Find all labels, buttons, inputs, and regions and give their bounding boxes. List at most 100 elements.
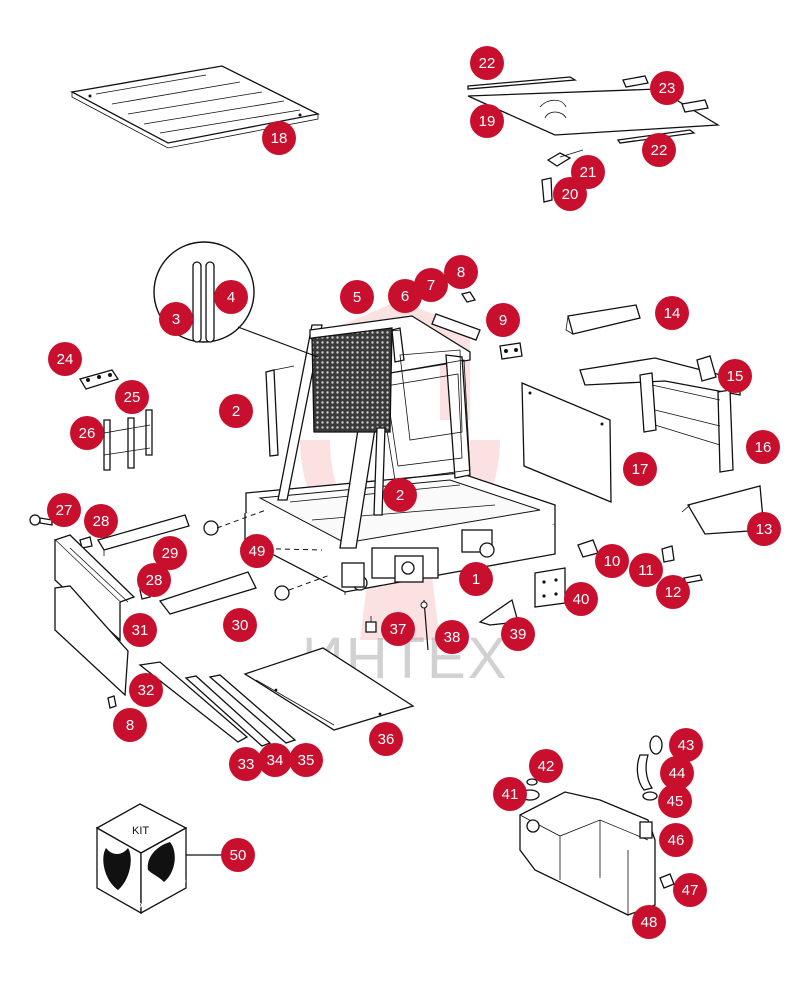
callout-44: 44 [660, 756, 694, 790]
callout-number: 41 [502, 786, 519, 803]
callout-number: 47 [682, 882, 699, 899]
callout-circle [84, 504, 118, 538]
callout-number: 8 [126, 717, 134, 734]
callout-number: 1 [472, 571, 480, 588]
callout-circle [658, 784, 692, 818]
callout-6: 6 [388, 279, 422, 313]
callout-circle [240, 534, 274, 568]
callout-number: 40 [573, 591, 590, 608]
callout-number: 32 [138, 682, 155, 699]
part-36-floor [243, 647, 415, 731]
callout-30: 30 [223, 608, 257, 642]
callout-number: 18 [271, 130, 288, 147]
callout-number: 26 [79, 425, 96, 442]
part-17-side-panel [521, 382, 612, 503]
callout-number: 12 [665, 584, 682, 601]
callout-circle [486, 303, 520, 337]
callout-1: 1 [459, 562, 493, 596]
callout-number: 23 [659, 80, 676, 97]
part-2-strip [265, 365, 295, 457]
callout-28a: 28 [84, 504, 118, 538]
callout-circle [470, 104, 504, 138]
callout-34: 34 [258, 743, 292, 777]
callout-circle [629, 553, 663, 587]
callout-number: 22 [651, 142, 668, 159]
callout-number: 14 [664, 305, 681, 322]
callout-49: 49 [240, 534, 274, 568]
callout-circle [219, 394, 253, 428]
callout-circle [113, 708, 147, 742]
callout-number: 19 [479, 113, 496, 130]
callout-circle [258, 743, 292, 777]
callout-circle [660, 756, 694, 790]
callout-20: 20 [553, 177, 587, 211]
callout-circle [369, 722, 403, 756]
part-40-plate [534, 567, 566, 608]
part-18-roof-panel [70, 65, 321, 149]
callout-number: 28 [93, 513, 110, 530]
part-16-frame [579, 355, 741, 473]
callout-circle [623, 452, 657, 486]
callout-number: 30 [232, 617, 249, 634]
callout-50: 50 [221, 838, 255, 872]
part-33-rail [138, 661, 297, 747]
callout-number: 29 [162, 545, 179, 562]
callout-circle [129, 673, 163, 707]
callout-circle [123, 613, 157, 647]
callout-number: 35 [298, 752, 315, 769]
part-31-panel [53, 534, 136, 642]
callout-circle [340, 280, 374, 314]
callout-22a: 22 [470, 46, 504, 80]
callout-circle [659, 823, 693, 857]
callout-46: 46 [659, 823, 693, 857]
callout-number: 25 [124, 389, 141, 406]
callout-43: 43 [669, 728, 703, 762]
callout-number: 21 [580, 164, 597, 181]
part-43-44-45-hose [636, 735, 663, 801]
part-27-knob [29, 514, 53, 526]
callout-41: 41 [493, 777, 527, 811]
part-1-cab-frame [244, 315, 556, 595]
part-14-panel [565, 304, 641, 335]
callout-17: 17 [623, 452, 657, 486]
callout-circle [70, 416, 104, 450]
part-48-fuel-tank [519, 791, 675, 916]
callout-28b: 28 [137, 563, 171, 597]
callout-circle [669, 728, 703, 762]
callout-40: 40 [564, 582, 598, 616]
part-7-bracket [431, 291, 523, 360]
callout-38: 38 [435, 620, 469, 654]
callout-2a: 2 [219, 394, 253, 428]
callout-32: 32 [129, 673, 163, 707]
callout-10: 10 [595, 544, 629, 578]
callout-number: 34 [267, 752, 284, 769]
callout-circle [414, 268, 448, 302]
callout-circle [381, 612, 415, 646]
callout-19: 19 [470, 104, 504, 138]
callout-number: 45 [667, 793, 684, 810]
part-50-kit-box: KIT NEWHOLLAND NEWHOLLAND [95, 803, 222, 915]
callout-circle [650, 71, 684, 105]
callout-circle [214, 280, 248, 314]
part-38-rod [420, 599, 429, 651]
callout-7: 7 [414, 268, 448, 302]
callout-5: 5 [340, 280, 374, 314]
callout-circle [595, 544, 629, 578]
callout-33: 33 [229, 747, 263, 781]
callout-circle [564, 582, 598, 616]
callout-number: 42 [538, 758, 555, 775]
callout-42: 42 [529, 749, 563, 783]
callout-number: 36 [378, 731, 395, 748]
callout-circle [553, 177, 587, 211]
callout-circle [459, 562, 493, 596]
callout-number: 27 [56, 502, 73, 519]
callout-37: 37 [381, 612, 415, 646]
callout-number: 10 [604, 553, 621, 570]
new-holland-leaf-icon [147, 842, 175, 882]
callout-15: 15 [718, 359, 752, 393]
callout-number: 2 [232, 403, 240, 420]
callout-39: 39 [501, 617, 535, 651]
callout-8b: 8 [113, 708, 147, 742]
callout-circle [383, 478, 417, 512]
callout-number: 46 [668, 832, 685, 849]
